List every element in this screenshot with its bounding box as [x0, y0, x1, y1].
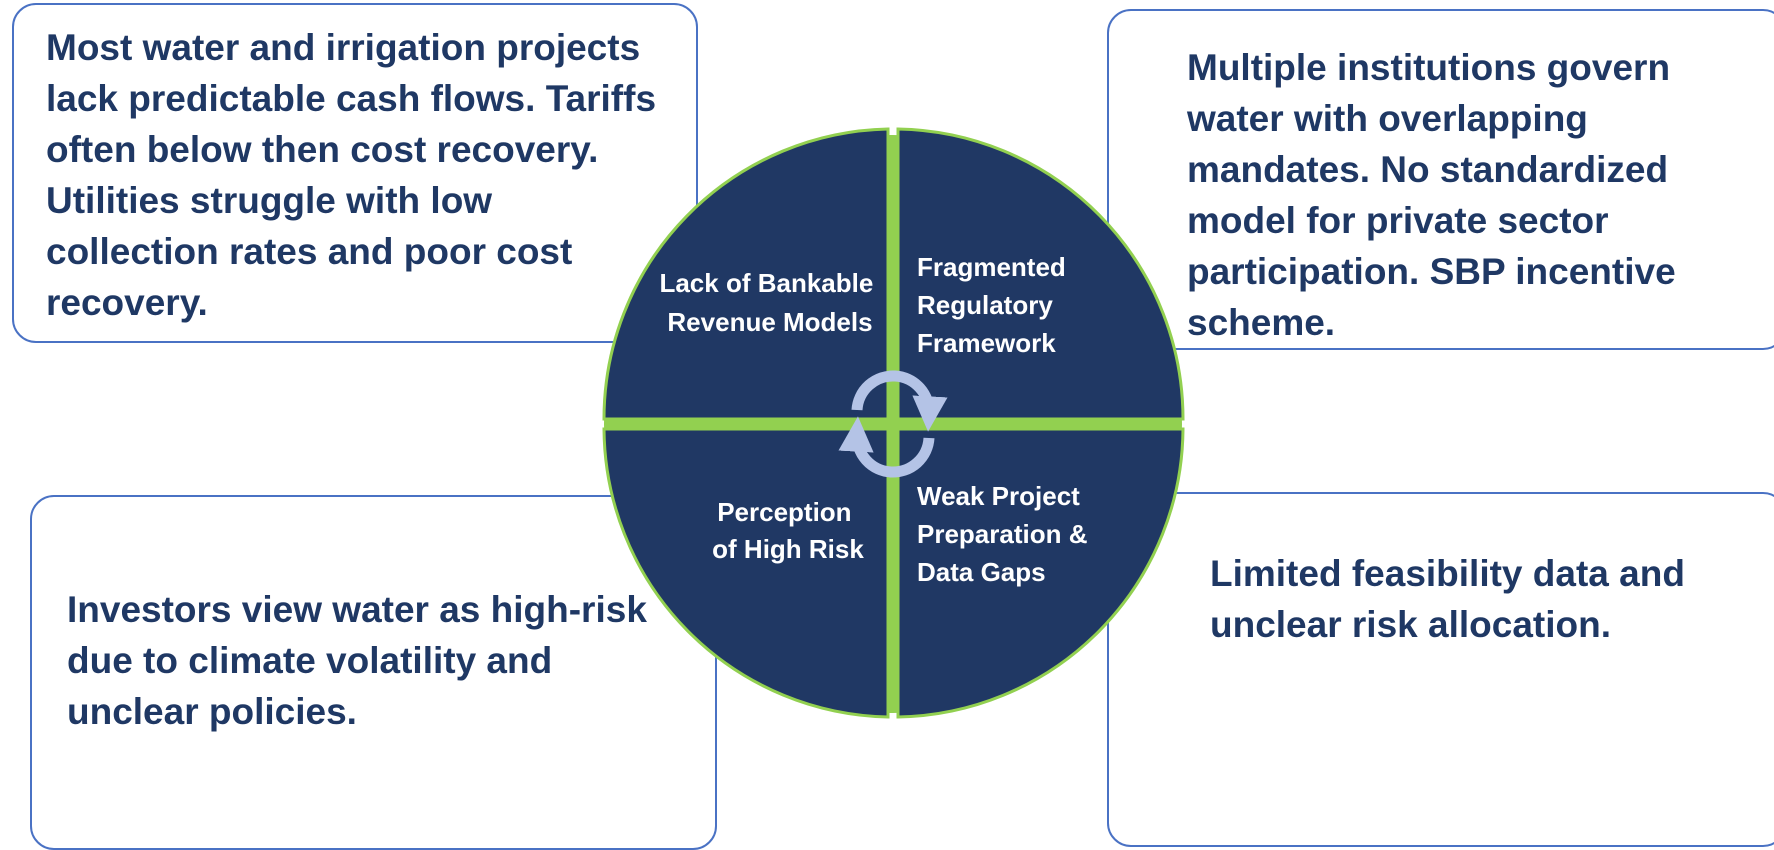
quadrant-label-revenue-models: Lack of Bankable Revenue Models: [659, 268, 880, 337]
callout-box-regulatory: Multiple institutions govern water with …: [1107, 9, 1774, 350]
quadrant-label-high-risk: Perception of High Risk: [712, 497, 864, 564]
callout-text-regulatory: Multiple institutions govern water with …: [1187, 47, 1676, 343]
callout-text-revenue: Most water and irrigation projects lack …: [46, 27, 657, 323]
callout-text-data-gaps: Limited feasibility data and unclear ris…: [1210, 553, 1685, 645]
callout-box-risk: Investors view water as high-risk due to…: [30, 495, 717, 850]
quadrant-bottom-left: [602, 427, 890, 719]
quadrant-bottom-right: [896, 427, 1185, 719]
quadrant-label-data-gaps: Weak Project Preparation & Data Gaps: [917, 481, 1095, 587]
cycle-arrows-icon: [838, 370, 948, 478]
callout-box-data-gaps: Limited feasibility data and unclear ris…: [1107, 492, 1774, 847]
callout-text-risk: Investors view water as high-risk due to…: [67, 589, 647, 732]
quadrant-top-left: [602, 127, 890, 421]
quadrant-top-right: [896, 127, 1185, 421]
callout-box-revenue: Most water and irrigation projects lack …: [12, 3, 698, 343]
quadrant-label-regulatory-framework: Fragmented Regulatory Framework: [917, 252, 1073, 358]
